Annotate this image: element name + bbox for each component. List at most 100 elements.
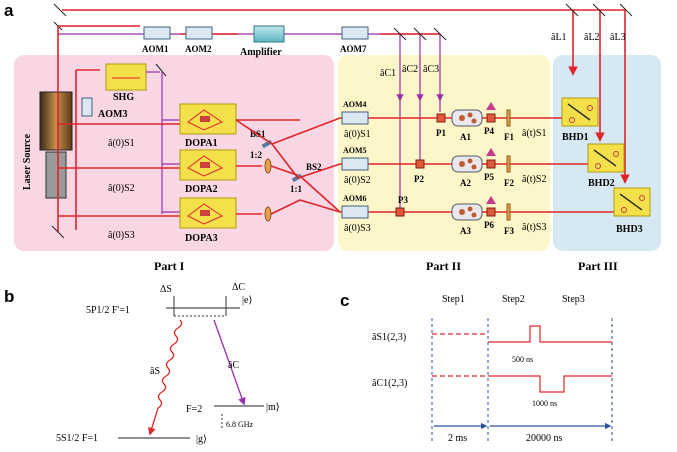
ket-m-label: |m⟩	[266, 402, 280, 413]
ch3-in-label: â(0)S3	[344, 223, 371, 234]
a3-label: A3	[460, 226, 471, 236]
duration2-label: 20000 ns	[526, 433, 563, 444]
control1-label: âC1	[380, 68, 396, 79]
amplifier-label: Amplifier	[240, 47, 282, 58]
bs1-ratio: 1:2	[250, 150, 262, 160]
f2	[506, 155, 511, 173]
signal-timing-label: âS1(2,3)	[372, 332, 406, 343]
aom7-box	[341, 26, 369, 40]
p1	[436, 113, 446, 123]
ket-g-label: |g⟩	[196, 434, 207, 445]
control-label: âC	[228, 360, 239, 371]
f2-label: F2	[504, 178, 514, 188]
part3-title: Part III	[578, 259, 618, 273]
seed1-label: â(0)S1	[108, 138, 135, 149]
panel-a-label: a	[4, 1, 14, 20]
amplifier-box	[253, 25, 285, 43]
upper-state-label: 5P1/2 F'=1	[86, 305, 130, 316]
aom3-label: AOM3	[98, 109, 127, 120]
p5	[486, 159, 496, 169]
f3	[506, 203, 511, 221]
atomic-ensemble-2	[451, 155, 483, 173]
control-arrow	[213, 319, 246, 406]
p4-label: P4	[484, 126, 494, 136]
p6	[486, 207, 496, 217]
bhd2-label: BHD2	[588, 178, 615, 189]
aom6-label: AOM6	[343, 194, 367, 203]
seed2-label: â(0)S2	[108, 183, 135, 194]
signal-timing-trace	[488, 325, 612, 343]
aom1-box	[143, 26, 171, 40]
bhd1-label: BHD1	[562, 132, 589, 143]
control-timing-trace	[488, 375, 612, 393]
splitting-label: 6.8 GHz	[226, 420, 254, 429]
f1-label: F1	[504, 132, 514, 142]
step2-label: Step2	[502, 294, 525, 305]
atomic-ensemble-3	[451, 203, 483, 221]
atomic-ensemble-1	[451, 109, 483, 127]
lo2-label: âL2	[584, 32, 600, 43]
p3-label: P3	[398, 195, 408, 205]
part1-background	[14, 55, 334, 251]
laser-source-label: Laser Source	[22, 133, 33, 190]
control-timing-label: âC1(2,3)	[372, 378, 407, 389]
ch1-in-label: â(0)S1	[344, 129, 371, 140]
p2	[415, 159, 425, 169]
bhd2	[587, 143, 625, 173]
step1-label: Step1	[442, 294, 465, 305]
laser-source-body	[39, 91, 73, 151]
dopa1	[179, 103, 237, 135]
dopa3	[179, 197, 237, 229]
aom6-box	[341, 205, 369, 219]
p5-label: P5	[484, 172, 494, 182]
laser-source-base	[45, 151, 67, 199]
step3-label: Step3	[562, 294, 585, 305]
bs2-ratio: 1:1	[290, 184, 302, 194]
part1-title: Part I	[154, 259, 185, 273]
delta-s-label: ΔS	[160, 284, 172, 295]
shg-box	[105, 63, 147, 91]
control-pulse-label: 1000 ns	[532, 399, 557, 408]
a2-label: A2	[460, 178, 471, 188]
ch2-in-label: â(0)S2	[344, 175, 371, 186]
p4	[486, 113, 496, 123]
aom7-label: AOM7	[340, 44, 367, 54]
bhd1	[561, 97, 599, 127]
aom5-box	[341, 157, 369, 171]
lo1-label: âL1	[551, 32, 567, 43]
f2-label: F=2	[186, 404, 202, 415]
lower-state-label: 5S1/2 F=1	[56, 433, 98, 444]
f1	[506, 109, 511, 127]
dopa2	[179, 149, 237, 181]
aom4-label: AOM4	[343, 100, 367, 109]
p2-label: P2	[414, 174, 424, 184]
control3-label: âC3	[423, 64, 439, 75]
signal-label: âS	[150, 366, 160, 377]
a1-label: A1	[460, 132, 471, 142]
delta-c-label: ΔC	[232, 282, 245, 293]
bhd3-label: BHD3	[616, 224, 643, 235]
aom2-label: AOM2	[185, 44, 212, 54]
bhd3	[613, 187, 651, 217]
aom3-box	[81, 97, 93, 117]
control2-label: âC2	[402, 64, 418, 75]
aom1-label: AOM1	[142, 44, 169, 54]
f3-label: F3	[504, 226, 514, 236]
panel-b-label: b	[4, 287, 14, 306]
ch3-out-label: â(t)S3	[522, 222, 546, 233]
bs2-label: BS2	[306, 162, 322, 172]
dopa2-label: DOPA2	[185, 184, 218, 195]
panel-c-label: c	[340, 291, 349, 310]
duration1-label: 2 ms	[448, 433, 467, 444]
ch1-out-label: â(t)S1	[522, 128, 546, 139]
p3	[395, 207, 405, 217]
lo3-label: âL3	[610, 32, 626, 43]
aom5-label: AOM5	[343, 146, 367, 155]
aom4-box	[341, 111, 369, 125]
signal-wavy-arrow	[148, 319, 183, 436]
ket-e-label: |e⟩	[242, 295, 252, 306]
dopa1-label: DOPA1	[185, 138, 218, 149]
ch2-out-label: â(t)S2	[522, 174, 546, 185]
dopa3-label: DOPA3	[185, 233, 218, 244]
